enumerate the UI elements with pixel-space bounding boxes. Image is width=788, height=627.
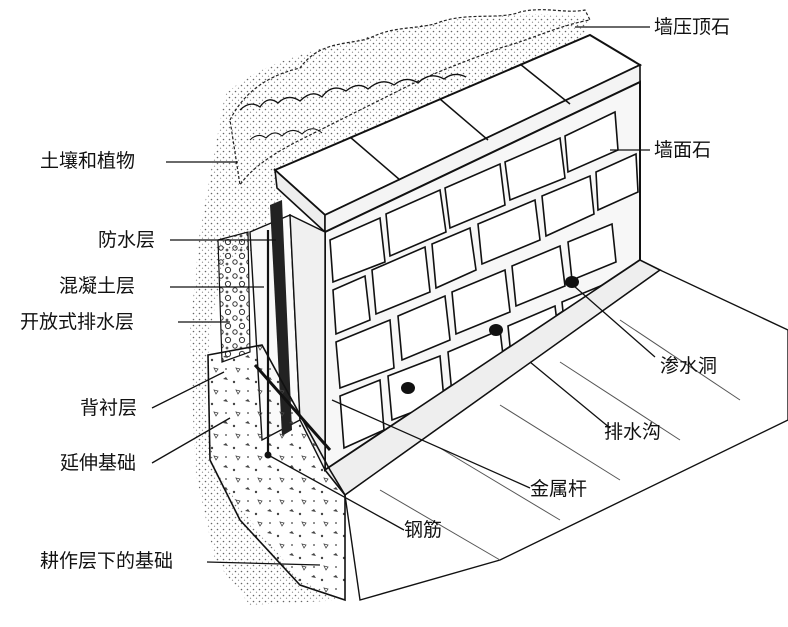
label-metal-rod: 金属杆 <box>530 478 588 500</box>
label-open-drainage-layer: 开放式排水层 <box>20 311 135 333</box>
drainage-gravel-layer <box>217 231 251 363</box>
label-waterproof-layer: 防水层 <box>98 229 156 251</box>
label-weep-hole: 渗水洞 <box>660 355 718 377</box>
waterproof-layer <box>270 200 292 436</box>
soil-mass <box>190 14 590 605</box>
label-backing-layer: 背衬层 <box>80 397 138 419</box>
label-coping-stone: 墙压顶石 <box>654 16 731 38</box>
plant-foliage <box>229 9 591 187</box>
label-extended-foundation: 延伸基础 <box>60 452 137 474</box>
label-foundation-below-tilled-layer: 耕作层下的基础 <box>40 550 174 572</box>
label-rebar: 钢筋 <box>404 519 443 541</box>
weep-hole <box>489 324 503 336</box>
weep-hole <box>401 382 415 394</box>
label-drainage-ditch: 排水沟 <box>604 421 662 443</box>
face-stones <box>329 110 639 460</box>
extended-foundation <box>207 344 346 602</box>
label-concrete-layer: 混凝土层 <box>59 275 136 297</box>
ground-paving <box>344 269 788 601</box>
weep-hole <box>565 276 579 288</box>
label-face-stone: 墙面石 <box>654 139 712 161</box>
label-soil-and-plants: 土壤和植物 <box>40 150 136 172</box>
